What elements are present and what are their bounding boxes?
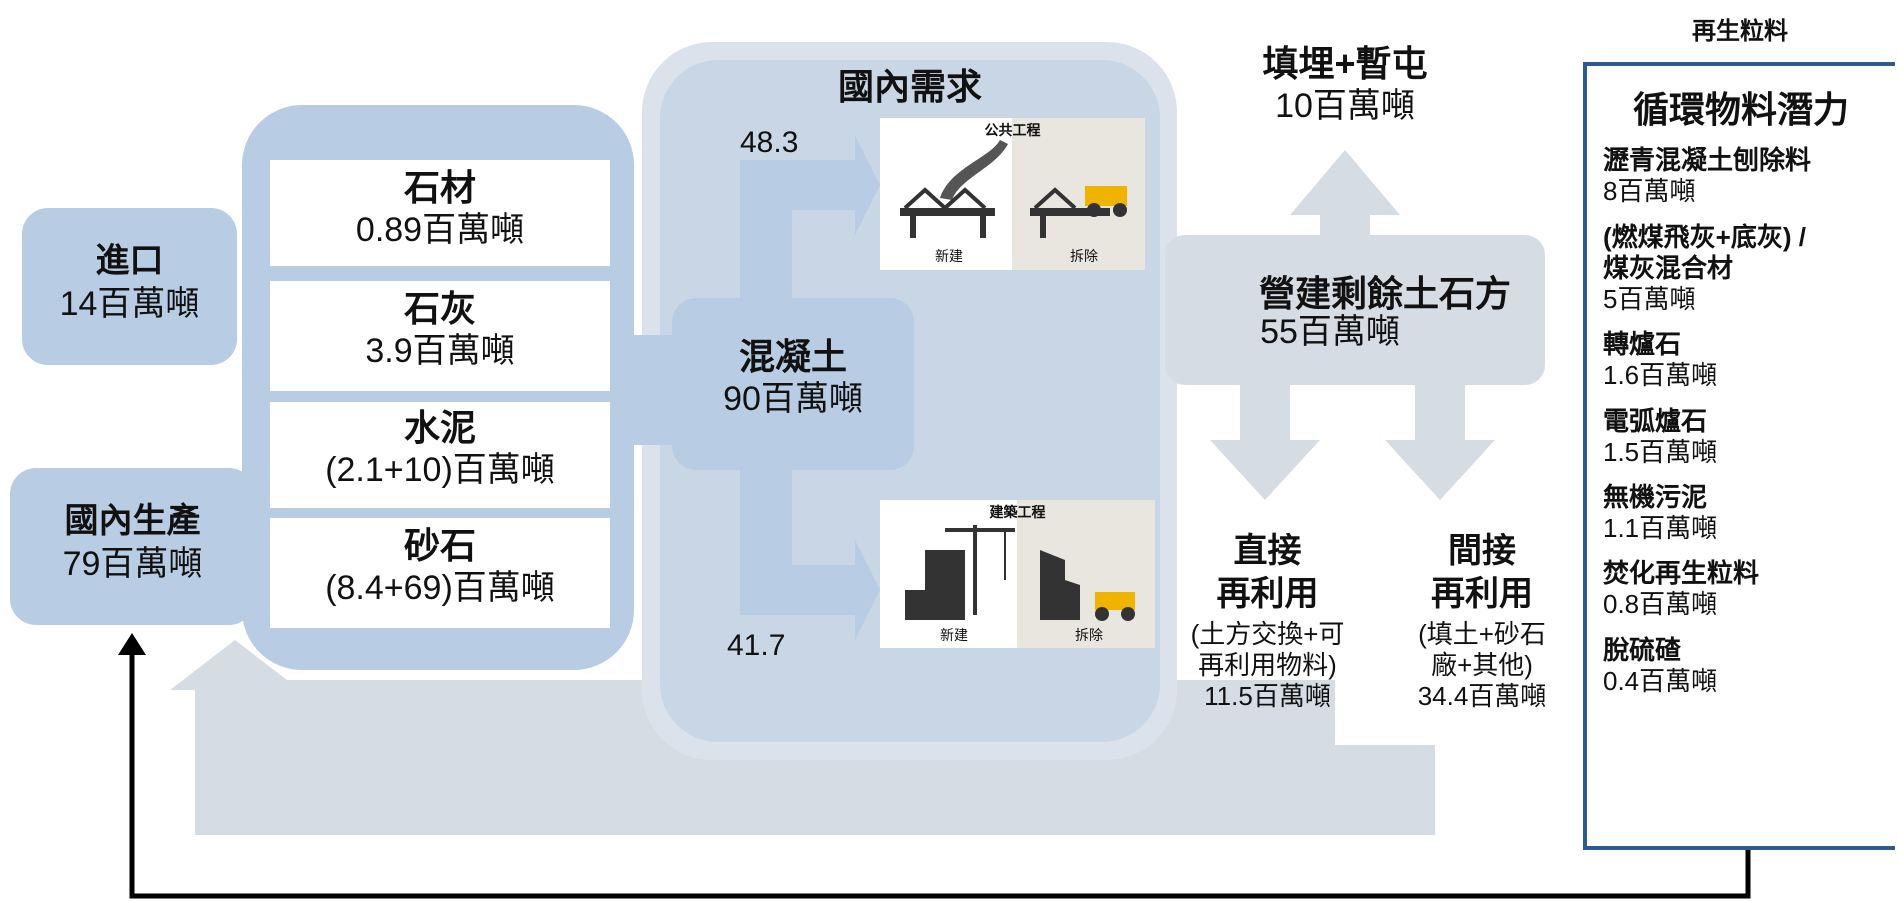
direct-detail2: 再利用物料) [1198,650,1337,681]
direct-arrow [1210,440,1320,500]
material-amount: (8.4+69)百萬噸 [325,569,555,608]
import-amount: 14百萬噸 [59,284,200,323]
direct-detail1: (土方交換+可 [1190,619,1345,649]
circular-item-name: 轉爐石 [1603,329,1682,360]
feedback-arrowhead [118,633,146,655]
building-icon [905,525,1135,621]
material-stone: 石材 0.89百萬噸 [270,160,610,266]
bridge-icon [900,140,1127,238]
indirect-amount: 34.4百萬噸 [1417,681,1547,712]
material-cement: 水泥 (2.1+10)百萬噸 [270,402,610,508]
circular-item-name: 瀝青混凝土刨除料 [1603,145,1812,176]
building-branch-arrow [855,540,880,640]
circular-item-name: (燃煤飛灰+底灰) / [1603,221,1806,252]
building-new-label: 新建 [940,627,968,643]
circular-item: 瀝青混凝土刨除料 8百萬噸 [1603,145,1895,207]
circular-item-amount: 1.1百萬噸 [1603,513,1718,544]
domestic-node: 國內生產 79百萬噸 [10,500,255,585]
indirect-reuse-node: 間接 再利用 (填土+砂石 廠+其他) 34.4百萬噸 [1392,530,1572,713]
concrete-label: 混凝土 [738,336,847,377]
demand-title: 國內需求 [837,66,982,107]
building-value: 41.7 [727,629,786,662]
concrete-box [672,298,914,470]
indirect-arrow [1385,440,1495,500]
circular-item: 轉爐石 1.6百萬噸 [1603,329,1895,391]
indirect-line1: 間接 [1448,532,1516,570]
return-flow-left-riser [195,685,275,835]
domestic-label: 國內生產 [64,502,201,540]
material-name: 砂石 [403,525,476,566]
surplus-amount: 55百萬噸 [1260,313,1400,352]
circular-item: 電弧爐石 1.5百萬噸 [1603,406,1895,468]
circular-item-amount: 0.8百萬噸 [1603,589,1718,620]
direct-stem [1240,380,1290,440]
concrete-amount: 90百萬噸 [723,380,863,419]
building-works-title: 建築工程 [989,504,1046,520]
public-branch-bar [740,160,855,210]
circular-item-name: 焚化再生粒料 [1603,558,1760,589]
circular-item: (燃煤飛灰+底灰) / 煤灰混合材 5百萬噸 [1603,222,1895,316]
import-node: 進口 14百萬噸 [22,240,237,325]
landfill-amount: 10百萬噸 [1275,87,1415,126]
circular-item-name: 電弧爐石 [1603,405,1708,436]
surplus-band [1165,235,1545,385]
indirect-stem [1415,380,1465,440]
landfill-node: 填埋+暫屯 10百萬噸 [1230,42,1460,128]
recycled-caption: 再生粒料 [1692,18,1788,45]
material-name: 水泥 [403,407,476,448]
landfill-stem [1320,215,1370,245]
material-gravel: 砂石 (8.4+69)百萬噸 [270,518,610,628]
concrete-node: 混凝土 90百萬噸 [672,335,914,421]
indirect-line2: 再利用 [1431,574,1533,613]
building-branch-bar [740,565,855,615]
circular-item: 焚化再生粒料 0.8百萬噸 [1603,558,1895,620]
import-box [22,208,237,365]
direct-amount: 11.5百萬噸 [1204,681,1331,712]
public-works-image: 公共工程 新建 拆除 [880,118,1145,270]
circular-materials-panel: 循環物料潛力 瀝青混凝土刨除料 8百萬噸 (燃煤飛灰+底灰) / 煤灰混合材 5… [1583,62,1895,850]
circular-item-amount: 5百萬噸 [1603,283,1696,314]
direct-line2: 再利用 [1216,574,1319,613]
landfill-arrow [1290,150,1400,215]
building-demolish-label: 拆除 [1075,627,1103,643]
material-amount: 0.89百萬噸 [355,211,525,250]
return-flow-right-riser [1325,745,1435,835]
circular-item-name: 脫硫碴 [1603,634,1682,665]
circular-item-name: 無機污泥 [1603,481,1708,512]
return-flow-up-arrow [170,640,300,690]
circular-item: 脫硫碴 0.4百萬噸 [1603,635,1895,697]
public-demolish-label: 拆除 [1070,248,1098,264]
material-amount: 3.9百萬噸 [365,332,515,371]
import-label: 進口 [95,242,164,280]
circular-item-amount: 1.5百萬噸 [1603,436,1718,467]
public-branch-arrow [855,135,880,235]
material-name: 石材 [403,167,476,208]
indirect-detail2: 廠+其他) [1431,650,1533,681]
domestic-amount: 79百萬噸 [62,544,203,583]
feedback-line [129,650,1751,899]
material-name: 石灰 [403,288,476,329]
public-value: 48.3 [740,126,799,159]
surplus-node: 營建剩餘土石方 55百萬噸 [1205,272,1565,354]
landfill-label: 填埋+暫屯 [1262,43,1428,84]
indirect-detail1: (填土+砂石 [1418,619,1546,649]
material-amount: (2.1+10)百萬噸 [325,451,555,490]
circular-item-amount: 0.4百萬噸 [1603,665,1718,696]
surplus-label: 營建剩餘土石方 [1258,273,1511,314]
direct-line1: 直接 [1233,532,1302,570]
circular-item-amount: 8百萬噸 [1603,176,1696,207]
circular-title: 循環物料潛力 [1632,89,1849,130]
public-works-title: 公共工程 [984,122,1041,138]
direct-reuse-node: 直接 再利用 (土方交換+可 再利用物料) 11.5百萬噸 [1180,530,1355,713]
domestic-box [10,468,255,625]
building-works-image: 建築工程 新建 拆除 [880,500,1155,648]
materials-to-concrete [620,335,680,445]
material-lime: 石灰 3.9百萬噸 [270,281,610,391]
public-new-label: 新建 [935,248,963,264]
circular-item: 無機污泥 1.1百萬噸 [1603,482,1895,544]
circular-item-name-2: 煤灰混合材 [1603,252,1734,283]
circular-item-amount: 1.6百萬噸 [1603,360,1718,391]
